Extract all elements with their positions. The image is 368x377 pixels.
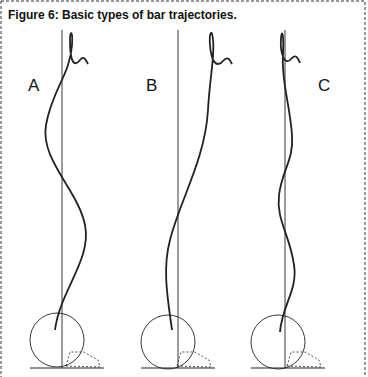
floor-line bbox=[141, 368, 215, 369]
bar-path bbox=[45, 33, 88, 330]
trajectory-letter: A bbox=[28, 76, 39, 96]
floor-line bbox=[30, 368, 104, 369]
barbell-plate bbox=[141, 315, 195, 369]
shoe-outline bbox=[177, 352, 211, 367]
shoe-outline bbox=[66, 352, 100, 367]
trajectory-letter: B bbox=[146, 76, 157, 96]
floor-line bbox=[251, 368, 325, 369]
barbell-plate bbox=[30, 313, 84, 367]
barbell-plate bbox=[251, 315, 305, 369]
trajectory-letter: C bbox=[318, 76, 330, 96]
bar-path bbox=[166, 33, 232, 330]
shoe-outline bbox=[287, 352, 321, 367]
figure-title: Figure 6: Basic types of bar trajectorie… bbox=[8, 8, 237, 22]
bar-path bbox=[279, 33, 300, 332]
